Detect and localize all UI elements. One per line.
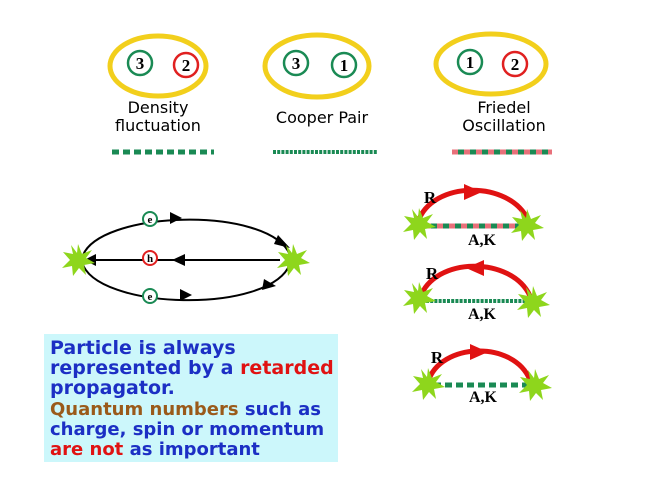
note-line: charge, spin or momentum bbox=[50, 419, 325, 440]
particle-number: 3 bbox=[292, 54, 301, 73]
density-fluctuation-label: Density fluctuation bbox=[98, 99, 218, 135]
vertex-star bbox=[277, 244, 310, 276]
loop-top-line bbox=[81, 218, 291, 259]
propagator-friedel: R A,K bbox=[403, 184, 544, 249]
friedel-oscillation-pair: 1 2 bbox=[433, 31, 549, 97]
propagator-cooper: R A,K bbox=[403, 260, 550, 323]
label-line: Cooper Pair bbox=[275, 108, 369, 127]
density-fluctuation-pair: 3 2 bbox=[107, 33, 209, 99]
arrow-head bbox=[274, 235, 290, 248]
note-highlight: are not bbox=[50, 439, 124, 460]
particle-number: 3 bbox=[136, 54, 145, 73]
note-line: represented by a retarded bbox=[50, 358, 334, 378]
retarded-label: R bbox=[426, 264, 439, 283]
arrow-head bbox=[170, 212, 182, 224]
advanced-keldysh-label: A,K bbox=[468, 306, 497, 323]
particle-number: 2 bbox=[182, 56, 191, 75]
arrow-head bbox=[172, 254, 185, 266]
note-line: are not as important bbox=[50, 440, 260, 460]
electron-badge bbox=[142, 211, 158, 227]
particle-badge bbox=[456, 48, 484, 76]
particle-number: 1 bbox=[340, 56, 349, 75]
arrow-head bbox=[180, 289, 192, 301]
vertex-star bbox=[403, 282, 436, 314]
arc-arrow-head bbox=[464, 184, 482, 200]
label-line: Friedel bbox=[477, 98, 531, 117]
friedel-oscillation-label: Friedel Oscillation bbox=[444, 99, 564, 135]
particle-hole-loop: e h e bbox=[62, 211, 310, 304]
arrow-head bbox=[262, 279, 276, 290]
hole-label: h bbox=[147, 253, 153, 265]
note-text: such as bbox=[238, 399, 321, 420]
particle-badge bbox=[172, 51, 200, 79]
electron-label: e bbox=[148, 214, 153, 226]
cooper-pair-label: Cooper Pair bbox=[262, 109, 382, 127]
note-line: Particle is always bbox=[50, 337, 236, 359]
retarded-label: R bbox=[424, 188, 437, 207]
arc-arrow-head bbox=[466, 260, 484, 276]
particle-badge bbox=[330, 51, 358, 79]
note-text: represented by a bbox=[50, 357, 241, 379]
note-highlight: retarded bbox=[240, 357, 334, 379]
cooper-pair: 3 1 bbox=[262, 32, 372, 100]
particle-number: 1 bbox=[466, 53, 475, 72]
pair-ring bbox=[107, 33, 209, 99]
label-line: Density bbox=[127, 98, 189, 117]
arc-arrow-head bbox=[470, 344, 488, 360]
particle-badge bbox=[126, 49, 154, 77]
label-line: fluctuation bbox=[115, 116, 201, 135]
label-line: Oscillation bbox=[462, 116, 546, 135]
vertex-star bbox=[517, 286, 550, 318]
retarded-label: R bbox=[431, 348, 444, 367]
hole-badge bbox=[142, 250, 158, 266]
particle-badge bbox=[282, 49, 310, 77]
electron-label: e bbox=[148, 291, 153, 303]
particle-badge bbox=[501, 50, 529, 78]
note-box: Particle is always represented by a reta… bbox=[44, 334, 338, 462]
electron-badge bbox=[142, 288, 158, 304]
note-highlight: Quantum numbers bbox=[50, 399, 239, 420]
note-line: propagator. bbox=[50, 377, 175, 399]
particle-number: 2 bbox=[511, 55, 520, 74]
propagator-density: R A,K bbox=[412, 344, 552, 406]
note-text: as important bbox=[123, 439, 260, 460]
note-line: Quantum numbers such as bbox=[50, 400, 321, 420]
pair-ring bbox=[433, 31, 549, 97]
loop-bottom-line bbox=[81, 261, 291, 302]
pair-ring bbox=[262, 32, 372, 100]
advanced-keldysh-label: A,K bbox=[468, 232, 497, 249]
advanced-keldysh-label: A,K bbox=[469, 389, 498, 406]
